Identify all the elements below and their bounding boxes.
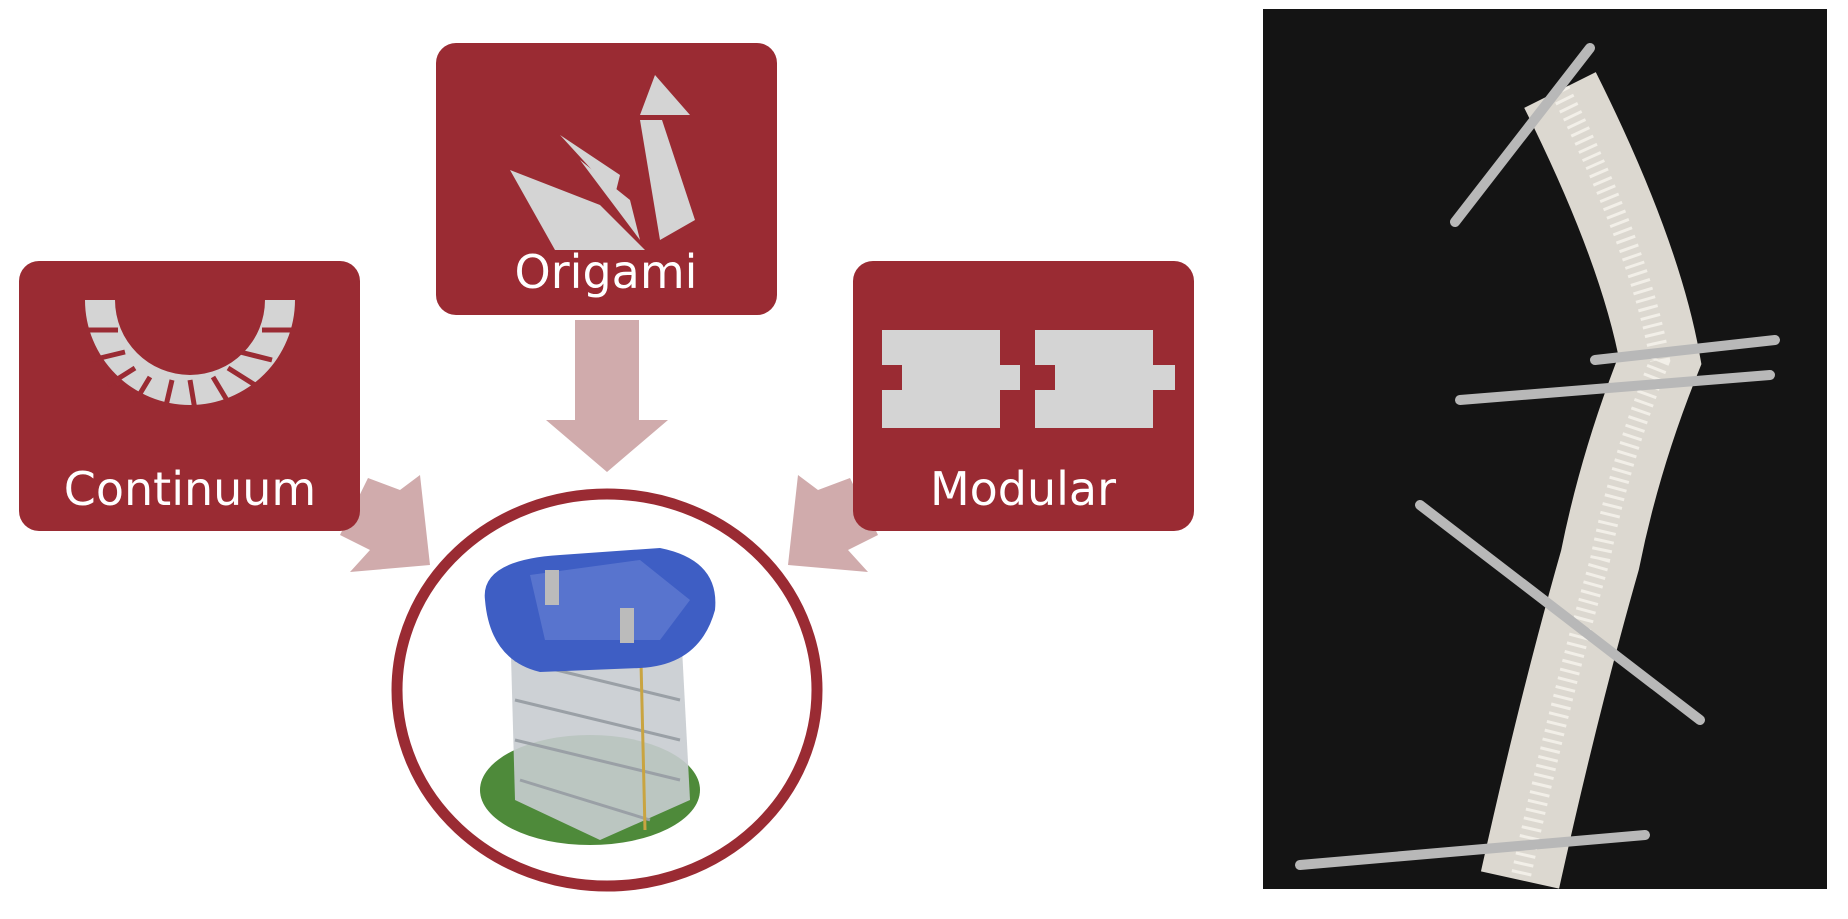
- continuum-label: Continuum: [64, 462, 317, 516]
- modular-box: Modular: [853, 261, 1194, 531]
- origami-label: Origami: [515, 245, 698, 299]
- origami-box: Origami: [436, 43, 777, 315]
- modules-icon: [882, 330, 1175, 428]
- robot-render: [391, 488, 823, 892]
- modular-label: Modular: [930, 462, 1116, 516]
- continuum-box: Continuum: [19, 261, 360, 531]
- arrow-continuum: [340, 475, 430, 572]
- origami-crane-icon: [510, 75, 695, 250]
- continuum-robot-photo: [1263, 9, 1827, 889]
- arrow-origami: [546, 320, 668, 472]
